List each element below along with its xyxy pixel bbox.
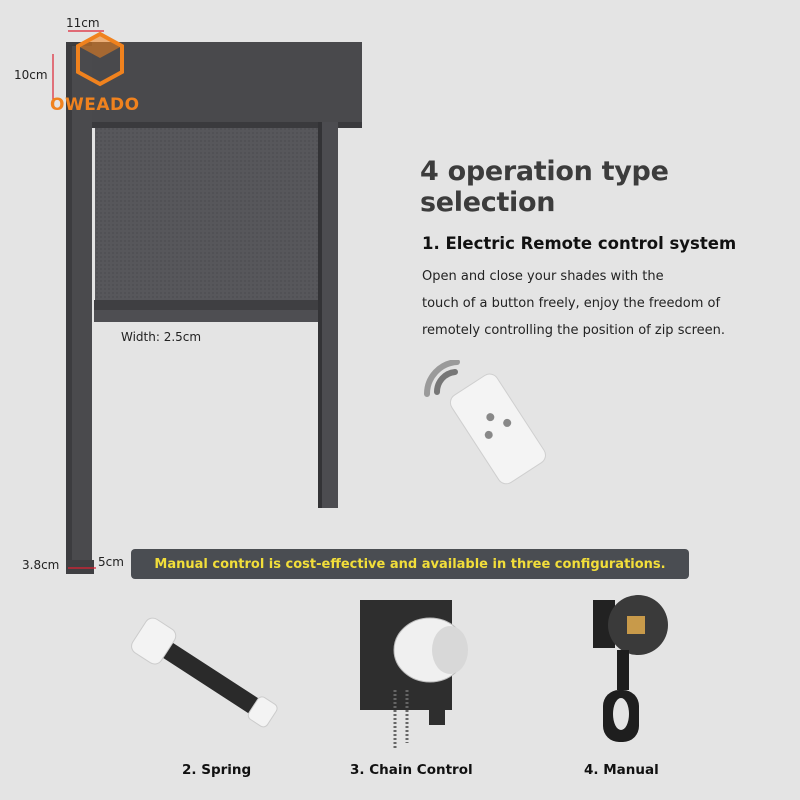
spring-roller-icon: [131, 617, 278, 728]
option-manual-label: 4. Manual: [584, 762, 659, 778]
base-depth-label: 3.8cm: [22, 558, 60, 572]
desc-line: Open and close your shades with the: [422, 269, 664, 284]
electric-description: Open and close your shades with the touc…: [422, 263, 725, 344]
page-title: 4 operation type selection: [420, 156, 669, 218]
top-height-label: 10cm: [14, 68, 48, 82]
manual-crank-icon: [593, 595, 668, 742]
option-spring-label: 2. Spring: [182, 762, 252, 778]
manual-control-banner: Manual control is cost-effective and ava…: [131, 549, 689, 579]
top-width-label: 11cm: [66, 16, 100, 30]
option-chain-label: 3. Chain Control: [350, 762, 473, 778]
desc-line: touch of a button freely, enjoy the free…: [422, 296, 721, 311]
electric-title: 1. Electric Remote control system: [422, 234, 737, 253]
chain-mechanism-icon: [360, 600, 468, 750]
remote-control-icon: [423, 360, 546, 485]
rail-width-label: Width: 2.5cm: [121, 330, 202, 344]
base-width-label: 5cm: [98, 555, 124, 569]
brand-cube-logo: [76, 31, 124, 87]
zip-screen-illustration: [52, 30, 362, 574]
brand-logo-text: OWEADO: [50, 95, 140, 115]
desc-line: remotely controlling the position of zip…: [422, 323, 726, 338]
